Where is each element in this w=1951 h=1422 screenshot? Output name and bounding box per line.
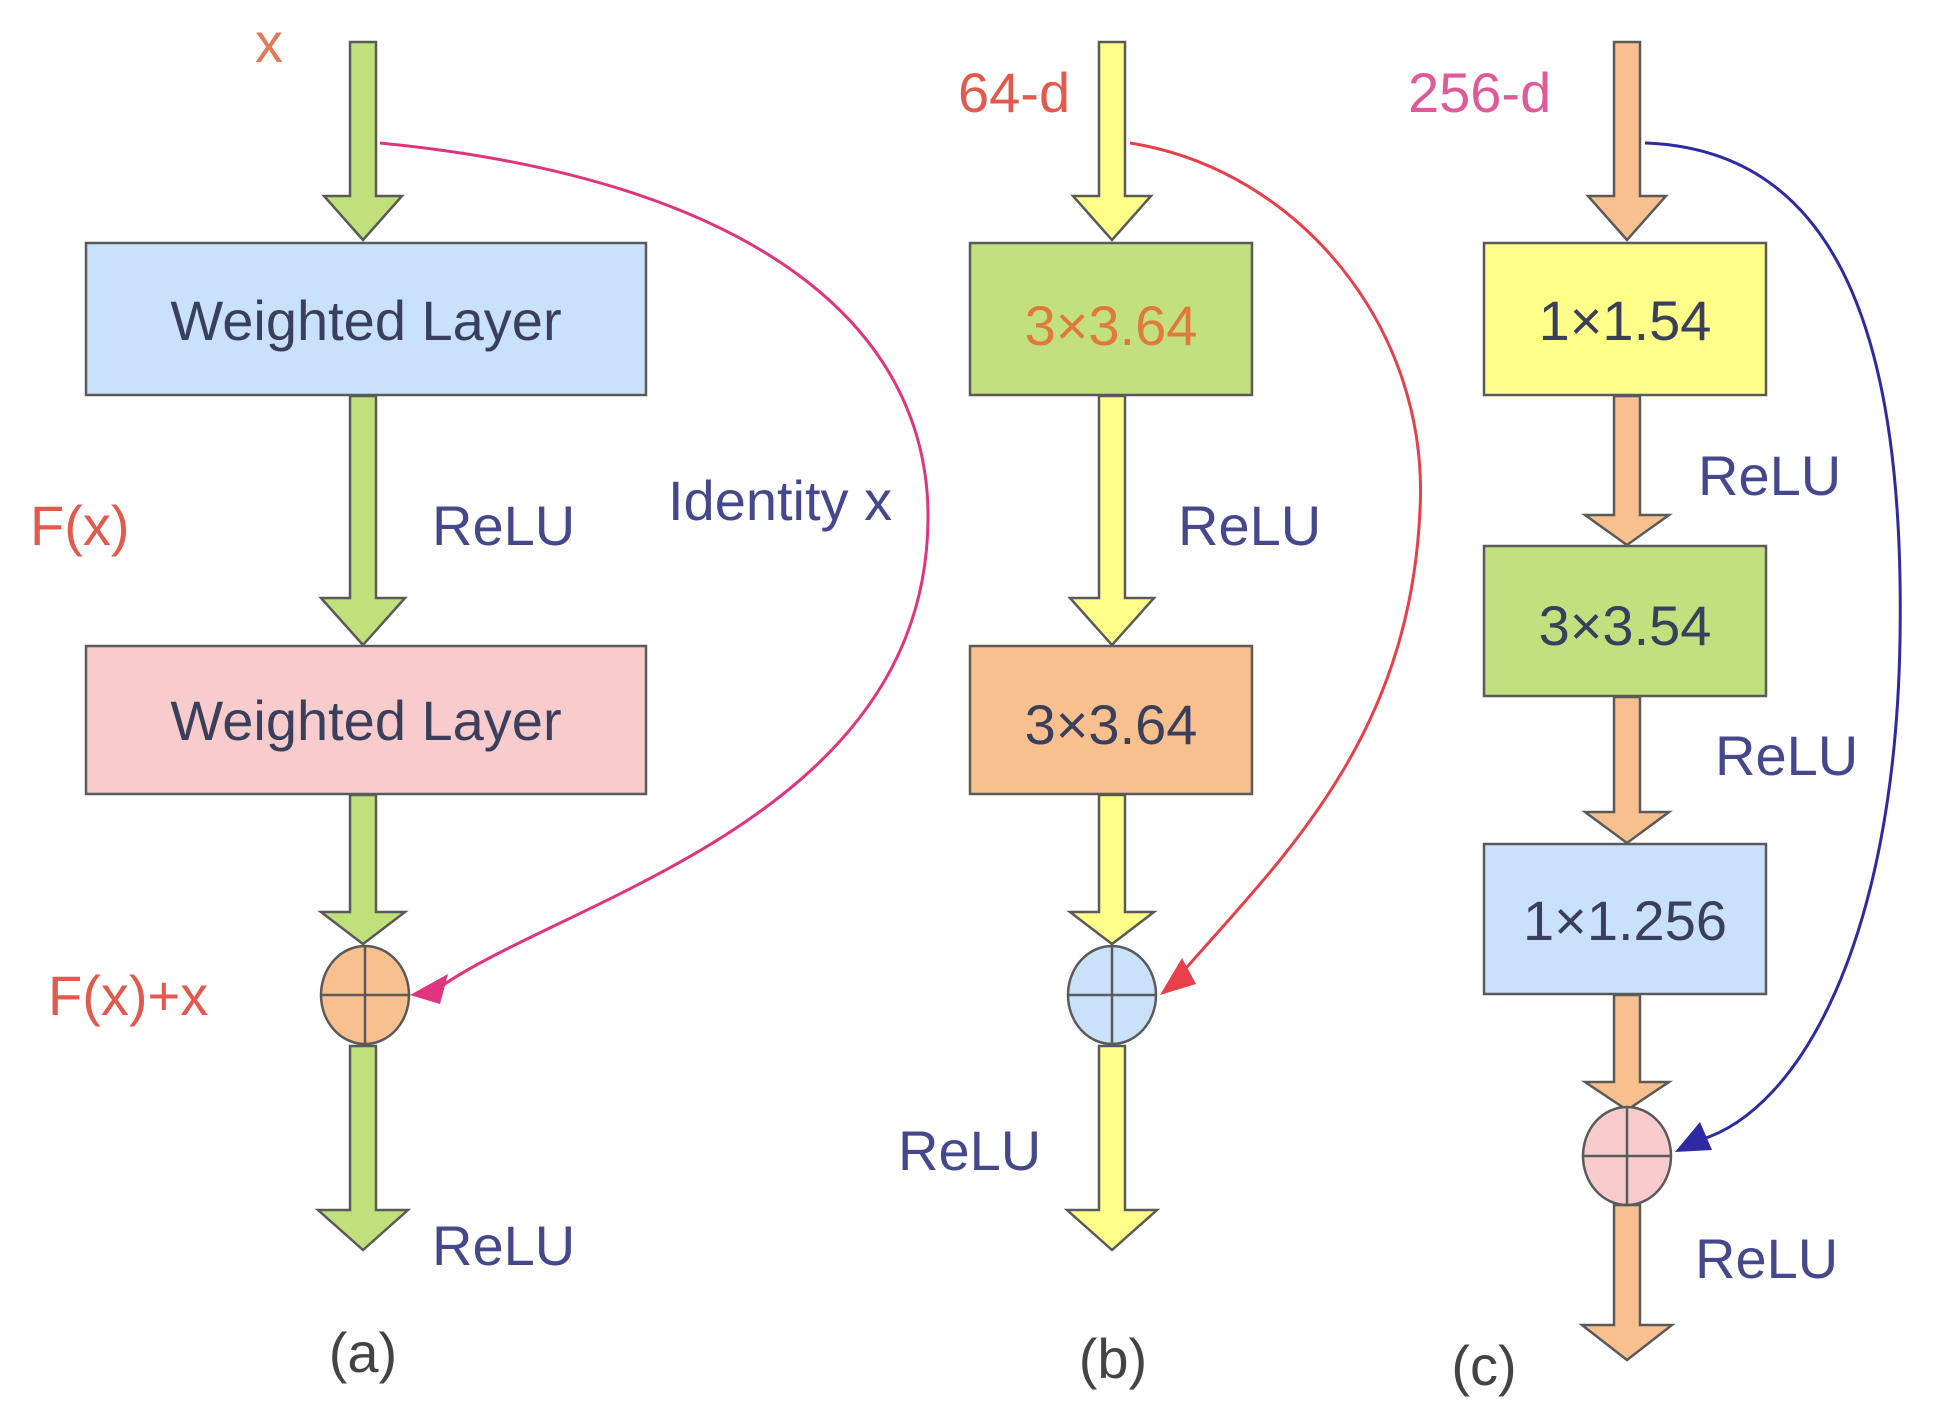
caption-c: (c) — [1451, 1334, 1516, 1397]
caption-b: (b) — [1079, 1327, 1147, 1390]
fx-label: F(x) — [30, 494, 130, 557]
input-label-64d: 64-d — [958, 61, 1070, 124]
relu-c-2: ReLU — [1715, 724, 1858, 787]
weighted-layer-2-label: Weighted Layer — [170, 689, 561, 752]
fx-plus-x-label: F(x)+x — [48, 964, 208, 1027]
identity-shortcut-a-head — [410, 974, 448, 1004]
arrow-c-1 — [1581, 394, 1673, 547]
relu-a-mid: ReLU — [432, 494, 575, 557]
arrow-a-mid — [318, 394, 408, 647]
arrow-b-mid — [1067, 394, 1157, 647]
caption-a: (a) — [329, 1321, 397, 1384]
conv-3x3-64-label-1: 3×3.64 — [1025, 294, 1198, 357]
arrow-c-input — [1585, 40, 1669, 242]
arrow-a-input — [321, 40, 405, 242]
relu-b-out: ReLU — [898, 1119, 1041, 1182]
panel-c: 1×1.54 3×3.54 1×1.256 256-d ReLU ReLU Re… — [1408, 40, 1902, 1397]
arrow-b-input — [1070, 40, 1154, 242]
arrow-a-to-sum — [317, 793, 409, 946]
panel-a: Weighted Layer Weighted Layer x F(x) ReL… — [30, 11, 930, 1384]
input-label-256d: 256-d — [1408, 61, 1551, 124]
conv-3x3-54-label: 3×3.54 — [1539, 594, 1712, 657]
arrow-c-2 — [1581, 695, 1673, 845]
arrow-b-to-sum — [1066, 793, 1158, 946]
weighted-layer-1-box — [84, 241, 648, 397]
conv-1x1-256-box — [1482, 842, 1768, 996]
conv-3x3-64-box-1 — [968, 241, 1254, 397]
arrow-b-output — [1063, 1044, 1161, 1252]
conv-3x3-64-label-2: 3×3.64 — [1025, 693, 1198, 756]
input-label-x: x — [255, 11, 283, 74]
arrow-a-output — [314, 1044, 412, 1252]
conv-3x3-54-box — [1482, 544, 1768, 698]
relu-b-mid: ReLU — [1178, 494, 1321, 557]
conv-3x3-64-box-2 — [968, 644, 1254, 796]
identity-shortcut-a — [379, 141, 930, 992]
relu-a-out: ReLU — [432, 1214, 575, 1277]
conv-1x1-54-box — [1482, 241, 1768, 397]
identity-x-label: Identity x — [668, 469, 892, 532]
weighted-layer-2-box — [84, 644, 648, 796]
panel-b: 3×3.64 3×3.64 64-d ReLU ReLU (b) — [898, 40, 1423, 1390]
weighted-layer-1-label: Weighted Layer — [170, 289, 561, 352]
identity-shortcut-b-head — [1160, 958, 1196, 995]
conv-1x1-54-label: 1×1.54 — [1539, 289, 1712, 352]
conv-1x1-256-label: 1×1.256 — [1523, 889, 1727, 952]
identity-shortcut-c — [1644, 141, 1902, 1142]
relu-c-1: ReLU — [1698, 444, 1841, 507]
arrow-c-to-sum — [1580, 993, 1674, 1112]
identity-shortcut-b — [1129, 141, 1423, 976]
identity-shortcut-c-head — [1675, 1122, 1712, 1152]
relu-c-out: ReLU — [1695, 1227, 1838, 1290]
arrow-c-output — [1578, 1203, 1676, 1362]
